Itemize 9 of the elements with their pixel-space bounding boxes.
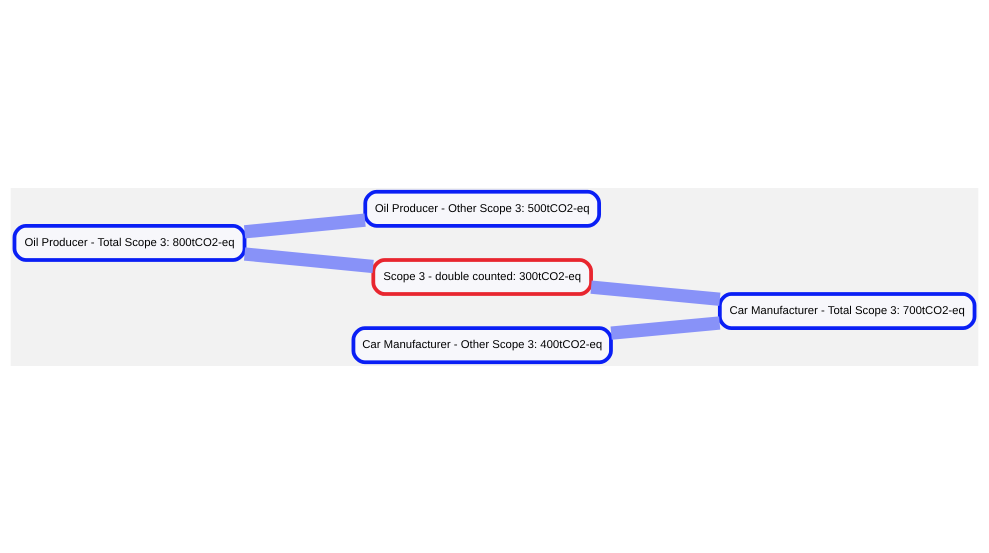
node-box: Oil Producer - Total Scope 3: 800tCO2-eq [12, 223, 246, 262]
node-box: Car Manufacturer - Other Scope 3: 400tCO2-eq [352, 326, 613, 364]
node-box: Oil Producer - Other Scope 3: 500tCO2-eq [363, 189, 602, 228]
connector [590, 280, 720, 306]
connector [244, 246, 374, 273]
connector [610, 316, 720, 340]
node-box: Car Manufacturer - Total Scope 3: 700tCO2-eq [718, 292, 976, 330]
connector [244, 213, 366, 238]
node-box: Scope 3 - double counted: 300tCO2-eq [371, 258, 593, 296]
